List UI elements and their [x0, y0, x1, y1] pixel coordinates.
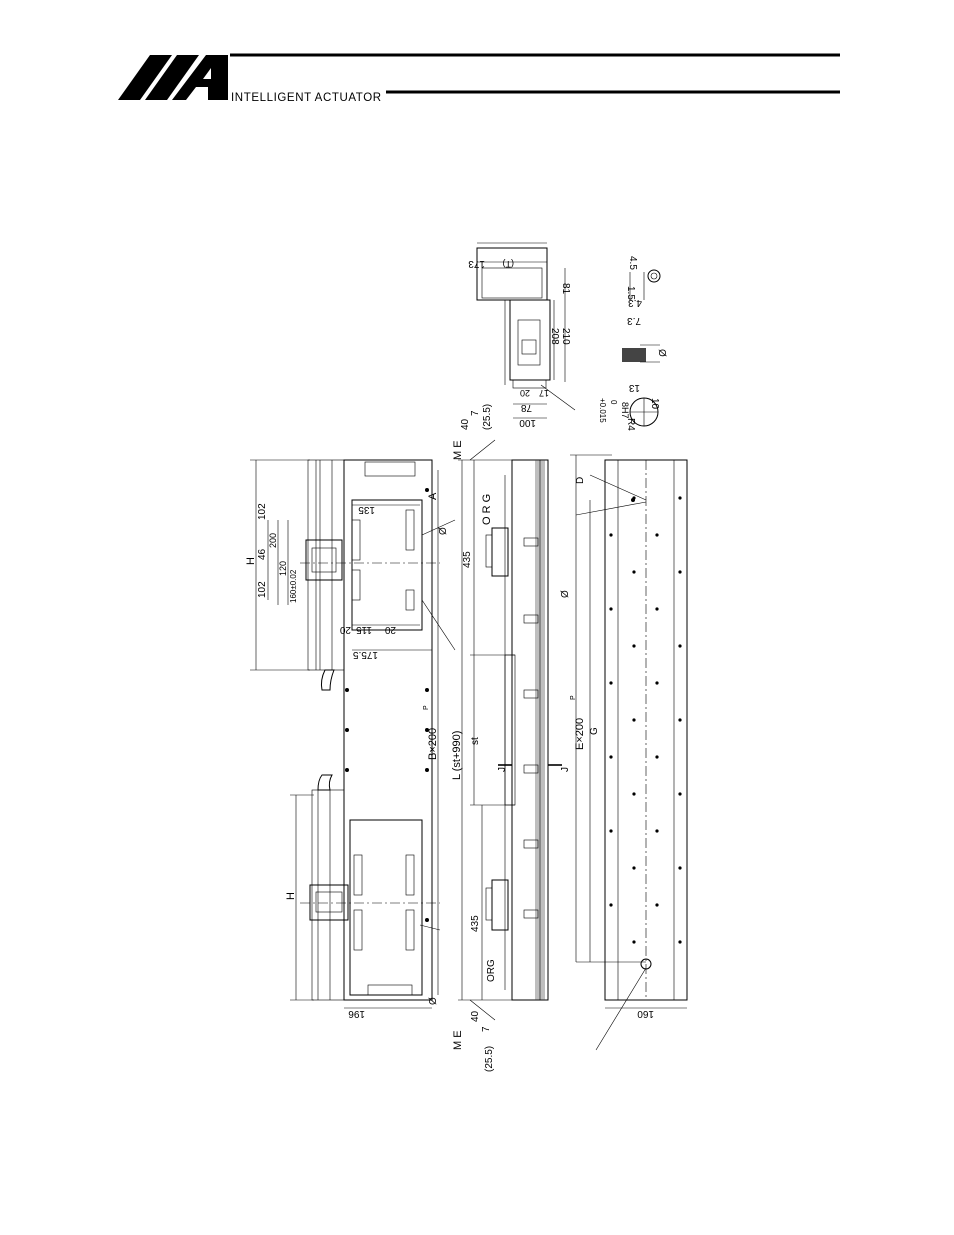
end-dim-173: 173	[468, 258, 485, 269]
base-dim-D: D	[575, 477, 586, 484]
base-mount-hole	[609, 607, 613, 611]
side-dim-H-left: H	[245, 557, 257, 565]
side-dim-200: 200	[268, 533, 278, 548]
counterbore-hatch	[622, 348, 646, 362]
base-dim-E-sup: P	[570, 695, 577, 700]
top-label-ORG-top: O R G	[481, 494, 493, 525]
brand-name: INTELLIGENT ACTUATOR	[231, 92, 382, 104]
base-label-phi: Ø	[560, 590, 571, 598]
end-view: 173 (T) 81 208 210 17 20 78 100	[468, 242, 576, 428]
side-dim-B-sup: P	[423, 705, 430, 710]
detail-dim-1-5: 1.5	[625, 286, 636, 300]
side-dim-20a: 20	[339, 624, 351, 635]
side-dim-20b: 20	[384, 624, 396, 635]
base-mount-hole	[632, 496, 636, 500]
side-dim-102b: 102	[257, 581, 268, 598]
base-mount-hole	[655, 533, 659, 537]
detail-dim-10: 10	[649, 398, 660, 410]
end-dim-210: 210	[560, 328, 571, 345]
side-dim-115: 115	[356, 624, 372, 635]
base-hole-pattern	[609, 496, 682, 944]
end-dim-T: (T)	[503, 259, 515, 269]
top-dim-40b: 40	[470, 1010, 481, 1022]
end-dim-100: 100	[519, 417, 536, 428]
side-dim-160: 160±0.02	[289, 569, 298, 603]
end-dim-208: 208	[549, 328, 560, 345]
base-dim-E: E×200	[574, 718, 586, 750]
top-dim-435a: 435	[462, 551, 473, 568]
top-view: L (st+990) st 435 435 40 40 7 7 (25.5) (…	[451, 404, 571, 1072]
base-dim-160: 160	[637, 1008, 654, 1019]
base-mount-hole	[609, 681, 613, 685]
top-label-ME-top: M E	[452, 440, 464, 460]
top-label-ORG-bottom: ORG	[486, 959, 497, 982]
base-mount-hole	[609, 755, 613, 759]
detail-dim-tol: +0.015	[598, 398, 607, 423]
side-dim-B: B×200	[427, 728, 439, 760]
side-dim-H-right: H	[285, 892, 297, 900]
ia-logo-icon	[118, 55, 228, 100]
end-dim-17: 17	[539, 388, 549, 398]
base-mount-hole	[678, 940, 682, 944]
side-view: H H 196 175.5 135 115 20 20 102 46 102 2…	[245, 459, 456, 1019]
top-dim-7a: 7	[470, 410, 481, 416]
detail-dim-13: 13	[628, 382, 640, 393]
detail-dim-8H7: 8H7	[620, 402, 630, 419]
side-dim-102a: 102	[257, 503, 268, 520]
base-mount-hole	[632, 570, 636, 574]
top-label-ME-bottom: M E	[452, 1030, 464, 1050]
top-label-J1: J	[497, 767, 508, 772]
top-dim-435b: 435	[470, 915, 481, 932]
detail-dim-4-3: 4.3	[628, 297, 642, 308]
base-mount-hole	[632, 644, 636, 648]
top-dim-st: st	[470, 737, 481, 745]
base-mount-hole	[609, 903, 613, 907]
end-dim-81: 81	[560, 283, 571, 295]
base-mount-hole	[678, 644, 682, 648]
side-label-phi2: Ø	[428, 997, 439, 1005]
top-dim-7b: 7	[481, 1026, 492, 1032]
side-dim-135: 135	[358, 504, 375, 515]
base-mount-hole	[678, 792, 682, 796]
side-dim-196: 196	[348, 1008, 365, 1019]
top-dim-40a: 40	[460, 418, 471, 430]
detail-views: 4.5 1.5 4.3 7.3 Ø 13 8H7 +0.015 0 10 R4	[598, 256, 667, 431]
base-mount-hole	[632, 718, 636, 722]
base-mount-hole	[632, 792, 636, 796]
top-dim-25-5b: (25.5)	[484, 1046, 495, 1072]
end-dim-78: 78	[520, 402, 532, 413]
base-mount-hole	[609, 829, 613, 833]
side-dim-46: 46	[257, 548, 268, 560]
base-view: E×200 P G D 160 Ø	[560, 454, 688, 1051]
side-dim-175-5: 175.5	[353, 649, 378, 660]
end-dim-20: 20	[520, 388, 530, 398]
detail-dim-tol0: 0	[609, 400, 618, 405]
side-label-A: A	[427, 492, 439, 500]
detail-dim-R4: R4	[625, 418, 636, 431]
base-mount-hole	[678, 718, 682, 722]
base-mount-hole	[632, 866, 636, 870]
detail-phi: Ø	[656, 349, 667, 357]
detail-dim-4-5: 4.5	[627, 256, 638, 270]
base-mount-hole	[632, 940, 636, 944]
side-label-phi1: Ø	[438, 527, 449, 535]
base-dim-G: G	[589, 727, 600, 735]
base-mount-hole	[678, 570, 682, 574]
base-mount-hole	[655, 755, 659, 759]
page-header: INTELLIGENT ACTUATOR	[0, 0, 954, 110]
detail-dim-7-3: 7.3	[627, 315, 641, 326]
base-mount-hole	[655, 607, 659, 611]
base-mount-hole	[655, 681, 659, 685]
top-dim-25-5a: (25.5)	[482, 404, 493, 430]
top-label-J2: J	[560, 767, 571, 772]
header-graphics: INTELLIGENT ACTUATOR	[118, 53, 840, 104]
base-mount-hole	[678, 496, 682, 500]
base-mount-hole	[678, 866, 682, 870]
top-dim-L: L (st+990)	[451, 731, 463, 780]
base-mount-hole	[609, 533, 613, 537]
side-dim-120: 120	[278, 561, 288, 576]
base-mount-hole	[655, 829, 659, 833]
base-mount-hole	[655, 903, 659, 907]
